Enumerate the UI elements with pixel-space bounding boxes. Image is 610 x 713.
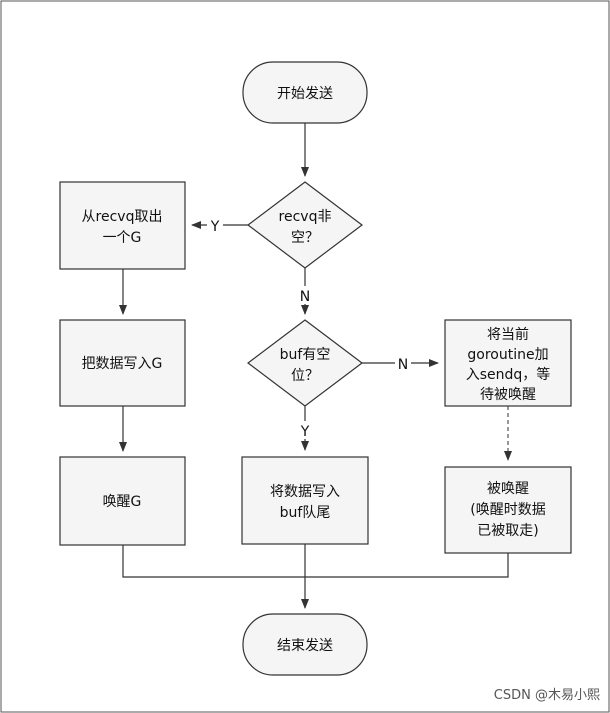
node-end (242, 613, 368, 676)
node-woken (444, 466, 572, 554)
node-write-g (59, 319, 186, 407)
node-write-buf-text-2: buf队尾 (280, 505, 331, 521)
node-wake-g-text: 唤醒G (103, 493, 142, 510)
node-take-g (59, 181, 186, 270)
node-start-text: 开始发送 (277, 86, 333, 102)
label-recvq-yes: Y (210, 219, 220, 235)
node-buf-text-2: 位？ (291, 368, 319, 384)
node-wake-g (59, 456, 186, 546)
node-recvq-decision (247, 181, 363, 269)
edge-wake-to-end (122, 545, 305, 578)
node-woken-text-2: (唤醒时数据 (470, 501, 545, 518)
node-take-g-text-2: 一个G (103, 230, 142, 246)
label-buf-no: N (398, 357, 408, 373)
node-woken-text-3: 已被取走) (477, 523, 538, 539)
node-enqueue-text-3: 入sendq，等 (466, 366, 551, 383)
label-recvq-no: N (300, 289, 310, 305)
node-recvq-text-2: 空？ (291, 230, 319, 246)
edge-woken-to-end (305, 553, 509, 578)
node-end-text: 结束发送 (277, 638, 333, 654)
node-woken-text-1: 被唤醒 (487, 480, 529, 497)
node-take-g-text-1: 从recvq取出 (82, 209, 163, 225)
node-write-buf (241, 456, 369, 545)
node-start (242, 61, 368, 124)
watermark: CSDN @木易小熙 (494, 688, 600, 703)
node-buf-decision (247, 319, 363, 407)
node-enqueue-text-2: goroutine加 (467, 347, 548, 363)
node-enqueue-text-1: 将当前 (487, 326, 529, 343)
node-enqueue (444, 319, 572, 407)
node-enqueue-text-4: 待被唤醒 (480, 386, 536, 403)
node-recvq-text-1: recvq非 (279, 209, 332, 225)
node-buf-text-1: buf有空 (280, 347, 331, 363)
node-write-buf-text-1: 将数据写入 (270, 484, 340, 500)
node-write-g-text: 把数据写入G (82, 356, 163, 372)
label-buf-yes: Y (300, 424, 310, 440)
